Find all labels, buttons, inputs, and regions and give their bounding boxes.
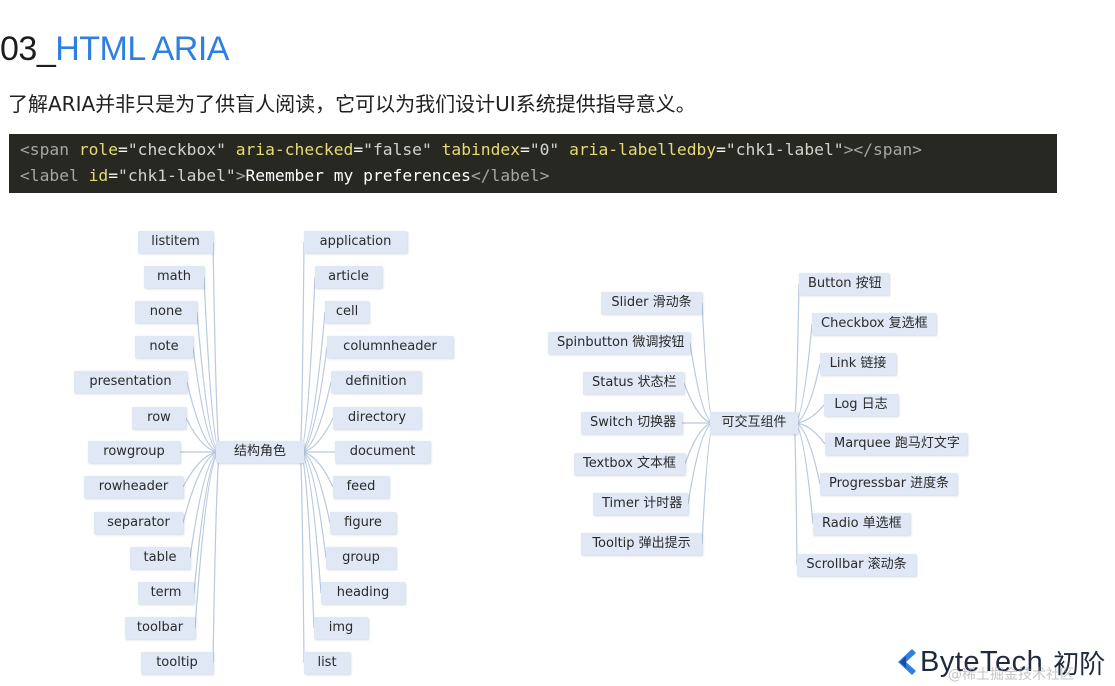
structural-role-node: figure — [330, 512, 396, 534]
code-token: = — [520, 140, 530, 159]
connector-line — [299, 451, 334, 488]
bytetech-mark-icon — [892, 647, 918, 677]
interactive-component-node: Textbox 文本框 — [574, 453, 685, 475]
code-token: <label — [20, 166, 89, 185]
code-line-1: <span role="checkbox" aria-checked="fals… — [20, 137, 1057, 163]
interactive-component-node: Radio 单选框 — [813, 513, 910, 535]
code-token: "checkbox" — [127, 140, 226, 159]
bytetech-brand: ByteTech — [920, 645, 1044, 678]
interactive-component-node: Slider 滑动条 — [601, 292, 702, 314]
structural-role-node: directory — [333, 407, 421, 429]
code-token: "chk1-label" — [725, 140, 844, 159]
interactive-component-node: Marquee 跑马灯文字 — [825, 433, 967, 455]
structural-role-node: note — [135, 336, 193, 358]
structural-role-node: separator — [94, 512, 183, 534]
structural-role-node: heading — [321, 582, 405, 604]
code-token: = — [716, 140, 726, 159]
code-token: "0" — [529, 140, 560, 159]
structural-role-node: group — [326, 547, 396, 569]
bytetech-logo: ByteTech 初阶 — [892, 645, 1106, 680]
structural-role-node: math — [144, 266, 204, 288]
watermark: @稀土掘金技术社区 — [948, 667, 1074, 683]
bytetech-level-tag: 初阶 — [1053, 649, 1106, 680]
code-token: tabindex — [441, 140, 521, 159]
connector-line — [196, 311, 221, 453]
interactive-components-center-node: 可交互组件 — [710, 412, 798, 434]
interactive-component-node: Progressbar 进度条 — [820, 473, 957, 495]
structural-role-node: row — [132, 407, 186, 429]
structural-role-node: document — [335, 441, 430, 463]
connector-line — [299, 451, 305, 664]
code-token: "false" — [363, 140, 432, 159]
structural-role-node: term — [138, 582, 194, 604]
interactive-component-node: Timer 计时器 — [593, 493, 688, 515]
title-number: 03_ — [0, 30, 56, 68]
structural-role-node: columnheader — [327, 336, 453, 358]
structural-role-node: definition — [331, 371, 421, 393]
code-line-2: <label id="chk1-label">Remember my prefe… — [20, 163, 1057, 189]
structural-role-node: cell — [325, 301, 369, 323]
structural-role-node: application — [304, 231, 407, 253]
connector-line — [793, 404, 825, 424]
structural-role-node: presentation — [74, 371, 187, 393]
structural-role-node: rowheader — [84, 476, 183, 498]
code-token: = — [118, 140, 128, 159]
connector-line — [299, 241, 305, 453]
connector-line — [793, 422, 798, 566]
interactive-component-node: Checkbox 复选框 — [812, 313, 936, 335]
structural-role-node: listitem — [138, 231, 213, 253]
structural-role-node: toolbar — [125, 617, 195, 639]
code-token: = — [353, 140, 364, 159]
connector-line — [182, 451, 221, 524]
code-token: "chk1-label" — [118, 166, 236, 185]
code-token: </label> — [470, 166, 550, 185]
interactive-component-node: Switch 切换器 — [581, 412, 682, 434]
connector-line — [701, 422, 715, 545]
structural-roles-center-node: 结构角色 — [216, 441, 304, 463]
interactive-component-node: Log 日志 — [824, 394, 898, 416]
connector-line — [194, 451, 221, 629]
code-token: = — [108, 166, 119, 185]
code-token: aria-checked — [235, 140, 354, 159]
structural-role-node: article — [315, 266, 382, 288]
interactive-component-node: Link 链接 — [820, 353, 896, 375]
interactive-component-node: Tooltip 弹出提示 — [581, 533, 702, 555]
code-token: aria-labelledby — [569, 140, 717, 159]
subtitle: 了解ARIA并非只是为了供盲人阅读，它可以为我们设计UI系统提供指导意义。 — [8, 92, 696, 116]
code-token: > — [235, 166, 246, 185]
connector-line — [212, 241, 221, 453]
connector-line — [793, 283, 800, 424]
interactive-component-node: Status 状态栏 — [583, 372, 684, 394]
structural-role-node: tooltip — [141, 652, 213, 674]
connector-line — [793, 422, 826, 445]
code-token: ></span> — [843, 140, 922, 159]
interactive-component-node: Scrollbar 滚动条 — [797, 554, 916, 576]
connector-line — [212, 451, 221, 664]
connector-line — [701, 302, 715, 424]
code-token: role — [78, 140, 119, 159]
structural-role-node: img — [314, 617, 368, 639]
structural-role-node: list — [304, 652, 350, 674]
code-token: <span — [20, 140, 79, 159]
structural-role-node: table — [130, 547, 190, 569]
code-block: <span role="checkbox" aria-checked="fals… — [9, 134, 1057, 193]
page-title: 03_HTML ARIA — [0, 26, 229, 72]
code-token: id — [88, 166, 109, 185]
structural-role-node: rowgroup — [88, 441, 180, 463]
structural-role-node: feed — [333, 476, 389, 498]
code-token: Remember my preferences — [245, 166, 471, 185]
title-text: HTML ARIA — [55, 30, 229, 68]
interactive-component-node: Button 按钮 — [799, 273, 889, 295]
interactive-component-node: Spinbutton 微调按钮 — [548, 332, 690, 354]
structural-role-node: none — [135, 301, 197, 323]
